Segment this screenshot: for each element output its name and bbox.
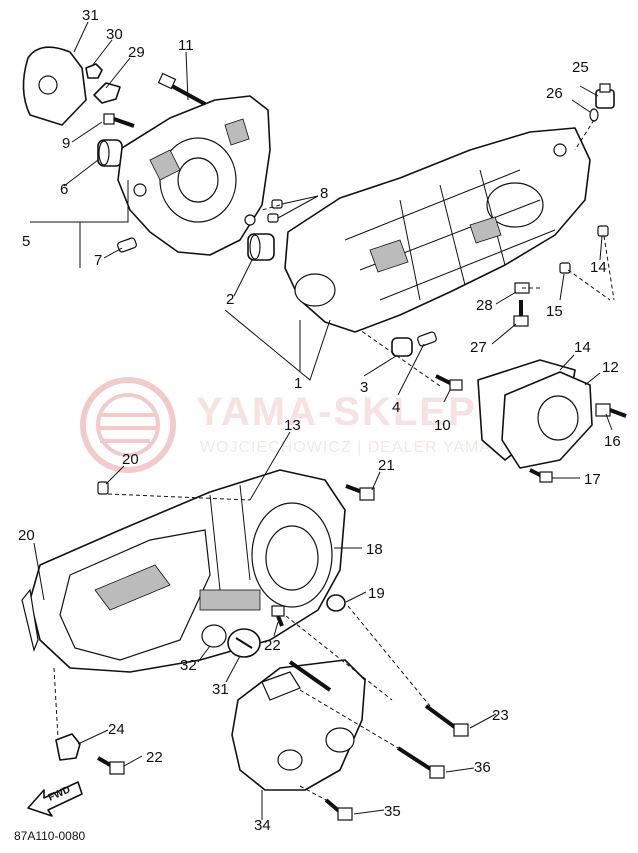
label-3: 3	[360, 379, 368, 396]
cap-32	[227, 628, 261, 658]
label-2: 2	[226, 291, 234, 308]
clamp-24	[55, 733, 81, 761]
label-11: 11	[178, 37, 194, 54]
label-22b: 22	[146, 749, 163, 766]
bolt-27	[513, 300, 529, 327]
watermark-tagline: WOJCIECHOWICZ | DEALER YAMAHA	[200, 439, 515, 456]
nut-30	[85, 63, 103, 79]
label-36: 36	[474, 759, 491, 776]
label-35: 35	[384, 803, 401, 820]
label-29: 29	[128, 44, 145, 61]
pin-15b	[559, 262, 571, 274]
watermark-brand: YAMA-SKLEP	[196, 390, 477, 434]
bolt-22-mid	[271, 605, 285, 627]
leader-lines	[30, 21, 613, 820]
label-14: 14	[574, 339, 591, 356]
clip-29	[93, 82, 121, 104]
bolt-11	[157, 72, 206, 106]
label-33: 32	[180, 657, 197, 674]
pin-8a	[271, 199, 283, 209]
label-27: 27	[470, 339, 487, 356]
label-20a: 20	[122, 451, 139, 468]
dowel-20-top	[97, 481, 109, 495]
label-13: 13	[284, 417, 301, 434]
label-16: 16	[604, 433, 621, 450]
bearing-2	[247, 233, 275, 261]
watermark-logo-inner	[96, 393, 160, 457]
label-15b: 15	[546, 303, 563, 320]
bearing-6	[97, 139, 123, 167]
label-19: 19	[368, 585, 385, 602]
label-17: 17	[584, 471, 601, 488]
label-7: 7	[94, 252, 102, 269]
label-12: 12	[602, 359, 619, 376]
label-8: 8	[320, 185, 328, 202]
bolt-16	[595, 403, 627, 418]
label-30: 30	[106, 26, 123, 43]
label-24: 24	[108, 721, 125, 738]
oring-26	[589, 108, 599, 122]
label-18: 18	[366, 541, 383, 558]
oring-33	[201, 624, 227, 648]
crankcase-right-1	[284, 127, 591, 333]
bolt-22-bottom	[97, 756, 125, 775]
dowel-4	[417, 331, 437, 347]
label-28: 28	[476, 297, 493, 314]
cover-12-bore	[537, 395, 579, 441]
dowel-7	[117, 237, 137, 253]
crankcase-left-5	[117, 95, 271, 256]
label-26: 26	[546, 85, 563, 102]
label-6: 6	[60, 181, 68, 198]
plug-19	[326, 594, 346, 612]
label-32: 31	[212, 681, 229, 698]
plug-25	[595, 83, 615, 109]
assembly-lines	[53, 119, 615, 801]
bolt-36	[396, 746, 445, 779]
bolt-10	[435, 374, 463, 391]
label-23: 23	[492, 707, 509, 724]
label-34: 34	[254, 817, 271, 834]
label-21: 21	[378, 457, 395, 474]
label-31: 31	[82, 7, 99, 24]
seal-3	[391, 337, 413, 357]
bolt-9	[103, 113, 135, 128]
label-10: 10	[434, 417, 451, 434]
label-20b: 20	[18, 527, 35, 544]
gasket-20-side	[21, 588, 39, 652]
label-4: 4	[392, 399, 400, 416]
label-22a: 22	[264, 637, 281, 654]
watermark-logo-stripes	[100, 413, 156, 443]
cover-34	[231, 659, 366, 791]
bolt-17	[529, 468, 553, 483]
label-5: 5	[22, 233, 30, 250]
bolt-23	[424, 704, 469, 737]
label-15a: 14	[590, 259, 607, 276]
gasket-31-hole	[38, 75, 58, 95]
watermark-logo-ring	[80, 377, 176, 473]
bolt-21	[345, 484, 375, 501]
bolt-36-long	[288, 660, 332, 692]
bolt-35	[324, 798, 353, 821]
label-1: 1	[294, 375, 302, 392]
forward-arrow-icon: FWD	[27, 781, 83, 817]
callout-labels: 31 30 29 11 9 6 5 7 8 2 1 3 4 10 25 26 1…	[18, 7, 621, 834]
label-25: 25	[572, 59, 589, 76]
pin-8b	[267, 213, 279, 223]
label-9: 9	[62, 135, 70, 152]
drawing-code: 87A110-0080	[14, 829, 86, 843]
pin-15a	[597, 225, 609, 237]
crankcase-cover-18	[29, 469, 346, 673]
